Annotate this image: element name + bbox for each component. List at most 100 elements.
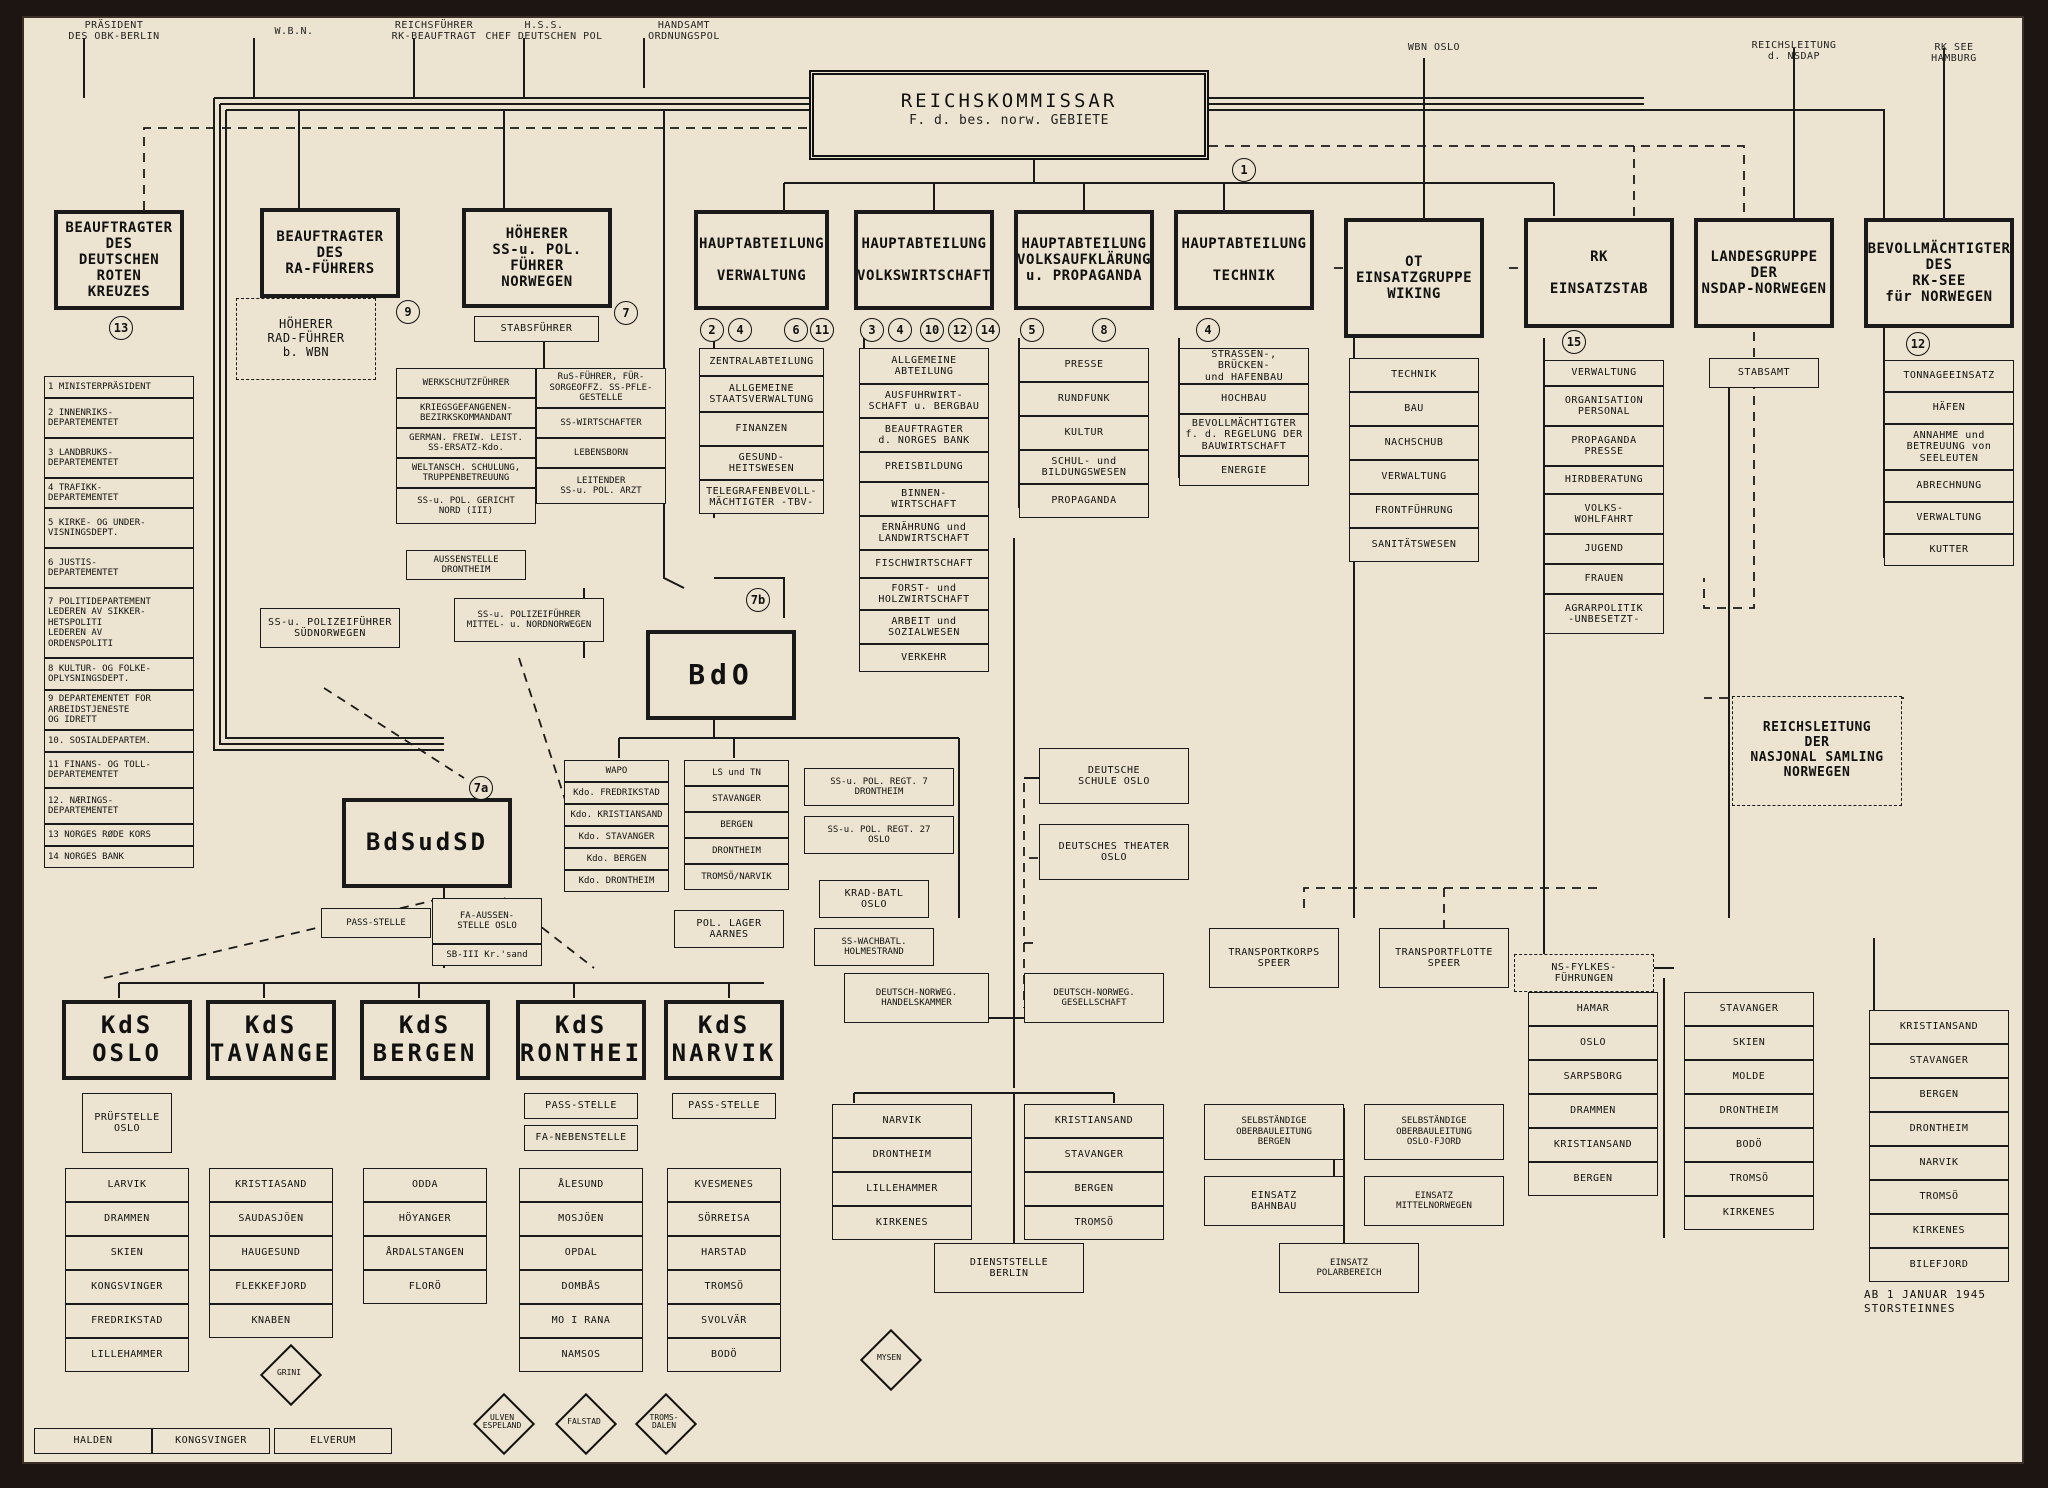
hssp-unit: GERMAN. FREIW. LEIST. SS-ERSATZ-Kdo. [396,428,536,458]
ls-tn-unit: STAVANGER [684,786,789,812]
kds-town: SVOLVÄR [667,1304,781,1338]
ot-unit: BAU [1349,392,1479,426]
ref-number: 4 [1196,318,1220,342]
ref-number: 7a [469,776,493,800]
stabsfuehrer-box: STABSFÜHRER [474,316,599,342]
kds-town: MO I RANA [519,1304,643,1338]
hauptabteilung-unit: AUSFUHRWIRT- SCHAFT u. BERGBAU [859,384,989,418]
gesellschaft-box: DEUTSCH-NORWEG. GESELLSCHAFT [1024,973,1164,1023]
ot-einsatzgruppe-box: OT EINSATZGRUPPE WIKING [1344,218,1484,338]
wbn-city: KIRKENES [832,1206,972,1240]
hauptabteilung-unit: ALLGEMEINE ABTEILUNG [859,348,989,384]
bottom-town: ELVERUM [274,1428,392,1454]
hauptabteilung-box: HAUPTABTEILUNG VOLKSWIRTSCHAFT [854,210,994,310]
rk-see-port: BERGEN [1869,1078,2009,1112]
kds-town: NAMSOS [519,1338,643,1372]
falstad-diamond: FALSTAD [567,1417,601,1426]
stabsamt-box: STABSAMT [1709,358,1819,388]
wbn-city: LILLEHAMMER [832,1172,972,1206]
kds-substelle: FA-NEBENSTELLE [524,1125,638,1151]
hauptabteilung-unit: BINNEN- WIRTSCHAFT [859,482,989,516]
hauptabteilung-box: HAUPTABTEILUNG TECHNIK [1174,210,1314,310]
kds-town: HAUGESUND [209,1236,333,1270]
ref-number: 8 [1092,318,1116,342]
einsatz-polarbereich-box: EINSATZ POLARBEREICH [1279,1243,1419,1293]
sspf-suednorwegen-box: SS-u. POLIZEIFÜHRER SÜDNORWEGEN [260,608,400,648]
kds-town: KNABEN [209,1304,333,1338]
kds-town: SÖRREISA [667,1202,781,1236]
ref-number: 14 [976,318,1000,342]
fylkes-town: MOLDE [1684,1060,1814,1094]
bdsusd-box: BdSudSD [342,798,512,888]
hauptabteilung-unit: PROPAGANDA [1019,484,1149,518]
hauptabteilung-unit: FORST- und HOLZWIRTSCHAFT [859,578,989,610]
wapo-unit: WAPO [564,760,669,782]
hauptabteilung-unit: ZENTRALABTEILUNG [699,348,824,376]
einsatz-mittelnorwegen-box: EINSATZ MITTELNORWEGEN [1364,1176,1504,1226]
kds-town: ÅRDALSTANGEN [363,1236,487,1270]
rk-see-unit: ANNAHME und BETREUUNG von SEELEUTEN [1884,424,2014,470]
wbn-city: KRISTIANSAND [1024,1104,1164,1138]
department-row: 5 KIRKE- OG UNDER- VISNINGSDEPT. [44,508,194,548]
hauptabteilung-unit: STRASSEN-, BRÜCKEN- und HAFENBAU [1179,348,1309,384]
hssp-unit: WERKSCHUTZFÜHRER [396,368,536,398]
pol-lager-box: POL. LAGER AARNES [674,910,784,948]
ot-unit: NACHSCHUB [1349,426,1479,460]
hauptabteilung-unit: HOCHBAU [1179,384,1309,414]
einsatzstab-unit: JUGEND [1544,534,1664,564]
einsatzstab-unit: PROPAGANDA PRESSE [1544,426,1664,466]
hoeherer-rad-fuehrer-box: HÖHERER RAD-FÜHRER b. WBN [236,298,376,380]
fylkes-town: TROMSÖ [1684,1162,1814,1196]
hssp-unit: KRIEGSGEFANGENEN- BEZIRKSKOMMANDANT [396,398,536,428]
kds-town: ODDA [363,1168,487,1202]
wapo-unit: Kdo. STAVANGER [564,826,669,848]
department-row: 11 FINANS- OG TOLL- DEPARTEMENTET [44,752,194,788]
rk-see-port: BILEFJORD [1869,1248,2009,1282]
kds-town: TROMSÖ [667,1270,781,1304]
hoeherer-sspf-box: HÖHERER SS-u. POL. FÜHRER NORWEGEN [462,208,612,308]
hauptabteilung-box: HAUPTABTEILUNG VERWALTUNG [694,210,829,310]
beauftragter-ra-box: BEAUFTRAGTER DES RA-FÜHRERS [260,208,400,298]
department-row: 2 INNENRIKS- DEPARTEMENTET [44,398,194,438]
ref-number: 12 [1906,332,1930,356]
sspf-mittelnorwegen-box: SS-u. POLIZEIFÜHRER MITTEL- u. NORDNORWE… [454,598,604,642]
ref-number: 5 [1020,318,1044,342]
rk-see-port: NARVIK [1869,1146,2009,1180]
ref-number: 3 [860,318,884,342]
hauptabteilung-unit: FINANZEN [699,412,824,446]
rk-see-unit: TONNAGEEINSATZ [1884,360,2014,392]
rk-see-unit: VERWALTUNG [1884,502,2014,534]
department-row: 10. SOSIALDEPARTEM. [44,730,194,752]
beauftragter-drk-box: BEAUFTRAGTER DES DEUTSCHEN ROTEN KREUZES [54,210,184,310]
bevollmaechtigter-rk-see-box: BEVOLLMÄCHTIGTER DES RK-SEE für NORWEGEN [1864,218,2014,328]
hauptabteilung-unit: VERKEHR [859,644,989,672]
hauptabteilung-unit: GESUND- HEITSWESEN [699,446,824,480]
top-inbound-label: REICHSFÜHRER RK-BEAUFTRAGT [391,20,477,42]
wapo-unit: Kdo. BERGEN [564,848,669,870]
kds-town: HÖYANGER [363,1202,487,1236]
ref-number: 4 [888,318,912,342]
top-inbound-label: WBN OSLO [1407,42,1461,53]
kds-town: MOSJÖEN [519,1202,643,1236]
kds-town: KVESMENES [667,1168,781,1202]
kds-town: SAUDASJÖEN [209,1202,333,1236]
bottom-town: HALDEN [34,1428,152,1454]
einsatzstab-unit: ORGANISATION PERSONAL [1544,386,1664,426]
kds-town: OPDAL [519,1236,643,1270]
hauptabteilung-box: HAUPTABTEILUNG VOLKSAUFKLÄRUNG u. PROPAG… [1014,210,1154,310]
hauptabteilung-unit: ENERGIE [1179,456,1309,486]
department-row: 7 POLITIDEPARTEMENT LEDEREN AV SIKKER- H… [44,588,194,658]
kds-substelle: PASS-STELLE [524,1093,638,1119]
hauptabteilung-unit: KULTUR [1019,416,1149,450]
rk-see-note: AB 1 JANUAR 1945 STORSTEINNES [1864,1288,1986,1316]
ref-number: 11 [810,318,834,342]
department-row: 1 MINISTERPRÄSIDENT [44,376,194,398]
rk-see-port: KIRKENES [1869,1214,2009,1248]
pass-stelle-box: PASS-STELLE [321,908,431,938]
rk-see-unit: KUTTER [1884,534,2014,566]
fylkes-town: HAMAR [1528,992,1658,1026]
hauptabteilung-unit: PREISBILDUNG [859,452,989,482]
hauptabteilung-unit: BEAUFTRAGTER d. NORGES BANK [859,418,989,452]
grini-diamond: GRINI [276,1368,302,1377]
department-row: 9 DEPARTEMENTET FOR ARBEIDSTJENESTE OG I… [44,690,194,730]
